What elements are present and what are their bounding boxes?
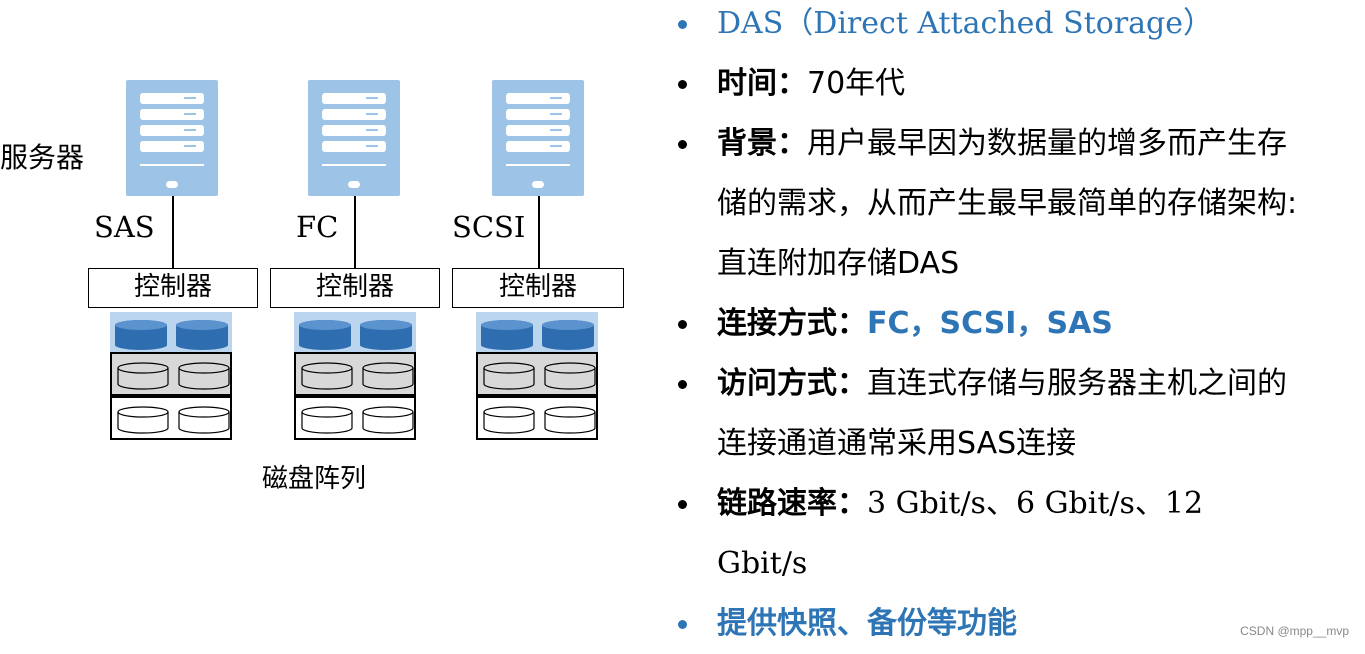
connection-value: FC，SCSI，SAS xyxy=(867,306,1113,341)
disk-shelf xyxy=(110,352,232,396)
stack-sas: SAS 控制器 xyxy=(88,0,268,460)
background-line-3: 直连附加存储DAS xyxy=(717,246,960,281)
rate-key: 链路速率： xyxy=(717,486,867,521)
bullet-dot-icon xyxy=(678,320,687,329)
feature-text: 提供快照、备份等功能 xyxy=(717,606,1017,641)
background-key: 背景： xyxy=(717,126,807,161)
bullet-dot-icon xyxy=(678,20,687,29)
controller-box: 控制器 xyxy=(88,268,258,308)
bullet-dot-icon xyxy=(678,80,687,89)
access-line-1: 直连式存储与服务器主机之间的 xyxy=(867,366,1287,401)
rate-line-1: 3 Gbit/s、6 Gbit/s、12 xyxy=(867,486,1204,521)
bullet-background: 背景：用户最早因为数据量的增多而产生存 储的需求，从而产生最早最简单的存储架构:… xyxy=(670,114,1360,294)
disk-shelf-top xyxy=(294,312,416,352)
disk-shelf-top xyxy=(110,312,232,352)
access-key: 访问方式： xyxy=(717,366,867,401)
background-line-1: 用户最早因为数据量的增多而产生存 xyxy=(807,126,1287,161)
bullet-access: 访问方式：直连式存储与服务器主机之间的 连接通道通常采用SAS连接 xyxy=(670,354,1360,474)
bullet-dot-icon xyxy=(678,620,687,629)
bullet-rate: 链路速率：3 Gbit/s、6 Gbit/s、12 Gbit/s xyxy=(670,474,1360,594)
protocol-label: SCSI xyxy=(452,210,526,244)
connection-line xyxy=(538,196,540,268)
disk-shelf xyxy=(476,396,598,440)
connection-line xyxy=(354,196,356,268)
protocol-label: FC xyxy=(296,210,339,244)
controller-box: 控制器 xyxy=(452,268,624,308)
rate-line-2: Gbit/s xyxy=(717,546,808,581)
das-diagram: 服务器 SAS 控制器 FC 控制器 xyxy=(0,0,660,650)
background-line-2: 储的需求，从而产生最早最简单的存储架构: xyxy=(717,186,1298,221)
disk-shelf-top xyxy=(476,312,598,352)
server-icon xyxy=(492,80,584,196)
time-value: 70年代 xyxy=(807,66,906,101)
bullet-dot-icon xyxy=(678,140,687,149)
disk-shelf xyxy=(294,352,416,396)
server-label: 服务器 xyxy=(0,141,85,174)
bullet-dot-icon xyxy=(678,380,687,389)
watermark: CSDN @mpp__mvp xyxy=(1240,624,1349,638)
protocol-label: SAS xyxy=(94,210,155,244)
bullet-dot-icon xyxy=(678,500,687,509)
stack-fc: FC 控制器 xyxy=(270,0,450,460)
disk-shelf xyxy=(294,396,416,440)
access-line-2: 连接通道通常采用SAS连接 xyxy=(717,426,1077,461)
connection-key: 连接方式： xyxy=(717,306,867,341)
server-icon xyxy=(126,80,218,196)
server-icon xyxy=(308,80,400,196)
disk-shelf xyxy=(476,352,598,396)
controller-box: 控制器 xyxy=(270,268,440,308)
disk-shelf xyxy=(110,396,232,440)
time-key: 时间： xyxy=(717,66,807,101)
disk-array-label: 磁盘阵列 xyxy=(262,464,367,494)
stack-scsi: SCSI 控制器 xyxy=(452,0,632,460)
connection-line xyxy=(172,196,174,268)
title-text: DAS（Direct Attached Storage） xyxy=(717,6,1214,41)
